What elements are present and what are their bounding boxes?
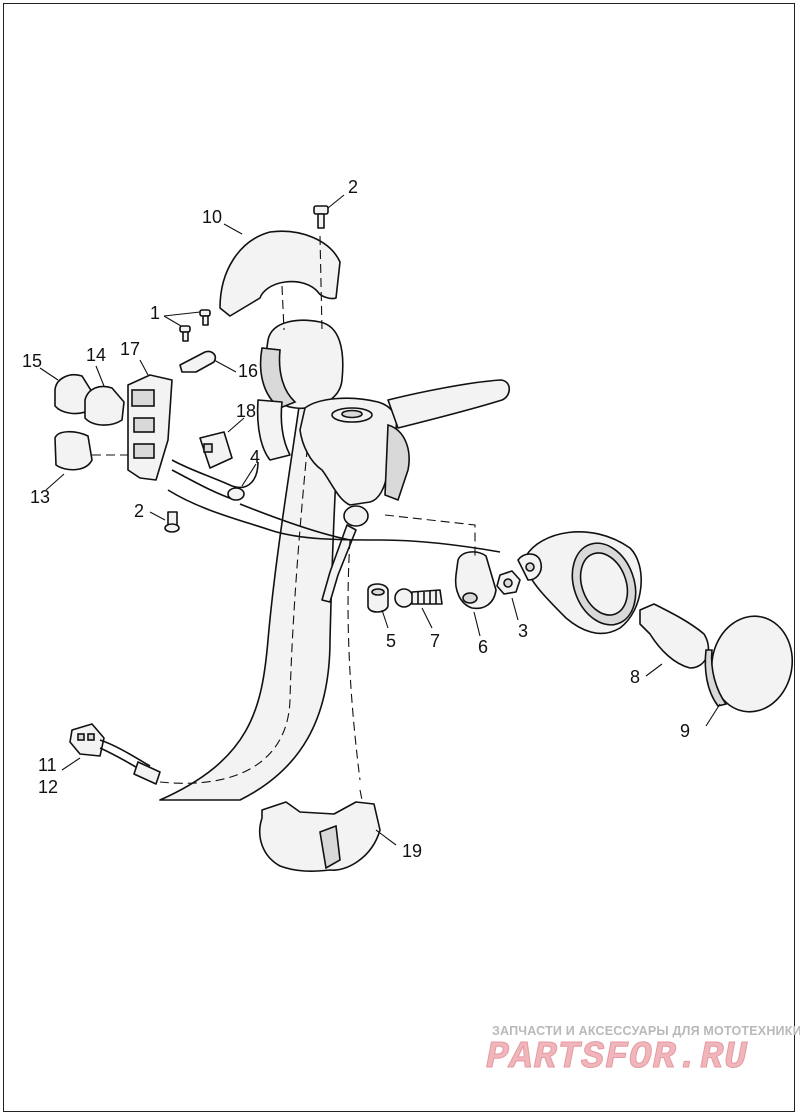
callout-2-top: 2 (348, 177, 359, 197)
callout-3: 3 (518, 621, 529, 641)
turn-signal-housing (517, 531, 642, 635)
part-5-bushing (367, 583, 389, 629)
part-8-bulb (639, 603, 710, 677)
part-18-connector (171, 417, 259, 501)
callout-5: 5 (386, 631, 397, 651)
callout-15: 15 (22, 351, 43, 371)
callout-10: 10 (202, 207, 223, 227)
part-14-switch-cap (84, 365, 125, 426)
callout-16: 16 (238, 361, 259, 381)
callout-6: 6 (478, 637, 489, 657)
part-19-lower-clamp (258, 789, 397, 872)
part-6-clamp (384, 514, 497, 637)
part-1-screws (163, 309, 211, 342)
callout-8: 8 (630, 667, 641, 687)
callout-14: 14 (86, 345, 107, 365)
turn-signal-wire (167, 489, 501, 553)
callout-1: 1 (150, 303, 161, 323)
brake-hose (321, 524, 361, 781)
callout-4: 4 (250, 447, 261, 467)
master-cylinder (299, 379, 511, 527)
part-9-lens (704, 615, 794, 727)
watermark-logo: PARTSFOR.RU (486, 1036, 748, 1080)
handlebar (159, 399, 341, 801)
callout-18: 18 (236, 401, 257, 421)
part-13-switch-cap (45, 430, 128, 491)
callout-2-bottom: 2 (134, 501, 145, 521)
watermark-caption: ЗАПЧАСТИ И АКСЕССУАРЫ ДЛЯ МОТОТЕХНИКИ (492, 1024, 800, 1038)
part-2-screw-bottom (149, 511, 180, 533)
callout-13: 13 (30, 487, 51, 507)
part-7-ball-stud (394, 588, 443, 629)
part-16-clip (179, 350, 237, 373)
part-10-cover (219, 230, 341, 331)
callout-19: 19 (402, 841, 423, 861)
part-3-nut (496, 570, 521, 621)
page-border (3, 3, 795, 1112)
part-2-screw-top (313, 194, 345, 229)
callout-12: 12 (38, 777, 59, 797)
callout-7: 7 (430, 631, 441, 651)
part-11-12-connector (61, 723, 161, 785)
callout-17: 17 (120, 339, 141, 359)
callout-11: 11 (38, 755, 57, 775)
callout-9: 9 (680, 721, 691, 741)
grip-housing (256, 319, 344, 461)
part-4-grommet (227, 463, 257, 501)
part-17-switch-housing (127, 359, 173, 481)
